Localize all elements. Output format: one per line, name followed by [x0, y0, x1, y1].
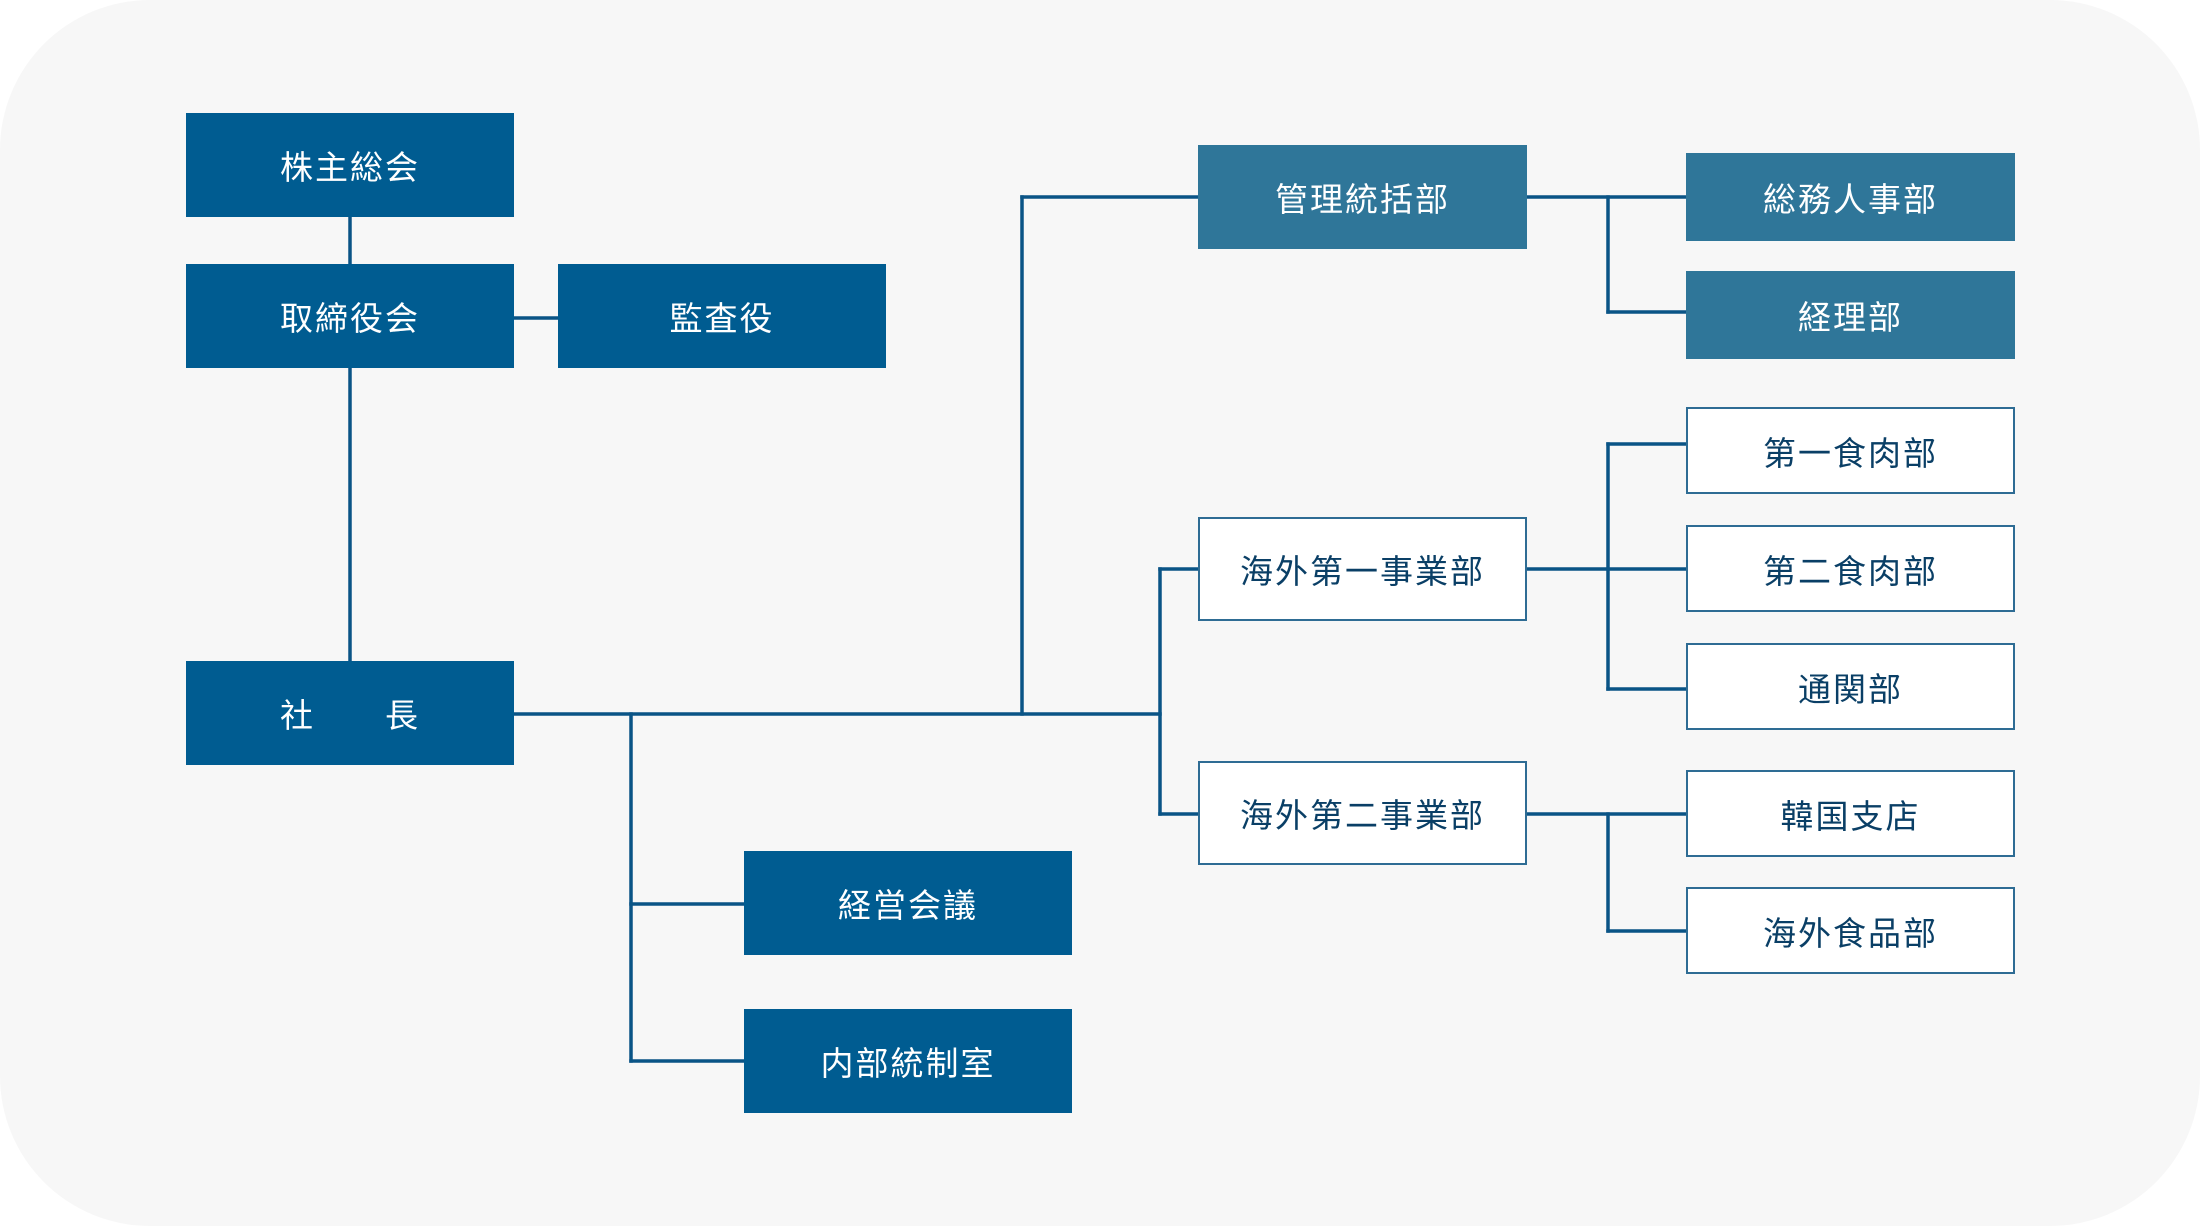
shareholders-label: 株主総会: [280, 148, 420, 187]
board-box: 取締役会: [186, 264, 514, 368]
general-affairs-hr-label: 総務人事部: [1763, 180, 1938, 219]
internal-control-label: 内部統制室: [820, 1044, 996, 1083]
admin-division-label: 管理統括部: [1275, 180, 1450, 219]
overseas-food-box: 海外食品部: [1686, 887, 2015, 974]
meat-1-label: 第一食肉部: [1763, 433, 1938, 473]
overseas-2-label: 海外第二事業部: [1240, 796, 1485, 835]
admin-division-box: 管理統括部: [1198, 145, 1527, 249]
accounting-box: 経理部: [1686, 271, 2015, 359]
management-meeting-box: 経営会議: [744, 851, 1072, 955]
auditor-label: 監査役: [669, 299, 775, 338]
overseas-1-label: 海外第一事業部: [1240, 552, 1485, 591]
overseas-food-label: 海外食品部: [1763, 913, 1938, 953]
korea-branch-label: 韓国支店: [1780, 796, 1921, 836]
auditor-box: 監査役: [558, 264, 886, 368]
meat-2-label: 第二食肉部: [1763, 551, 1938, 591]
management-meeting-label: 経営会議: [838, 886, 978, 925]
president-label: 社 長: [280, 696, 420, 735]
shareholders-box: 株主総会: [186, 113, 514, 217]
overseas-2-box: 海外第二事業部: [1198, 761, 1527, 865]
general-affairs-hr-box: 総務人事部: [1686, 153, 2015, 241]
customs-label: 通関部: [1798, 669, 1903, 709]
overseas-1-box: 海外第一事業部: [1198, 517, 1527, 621]
internal-control-box: 内部統制室: [744, 1009, 1072, 1113]
meat-1-box: 第一食肉部: [1686, 407, 2015, 494]
president-box: 社 長: [186, 661, 514, 765]
accounting-label: 経理部: [1798, 298, 1903, 337]
meat-2-box: 第二食肉部: [1686, 525, 2015, 612]
korea-branch-box: 韓国支店: [1686, 770, 2015, 857]
board-label: 取締役会: [280, 299, 420, 338]
customs-box: 通関部: [1686, 643, 2015, 730]
